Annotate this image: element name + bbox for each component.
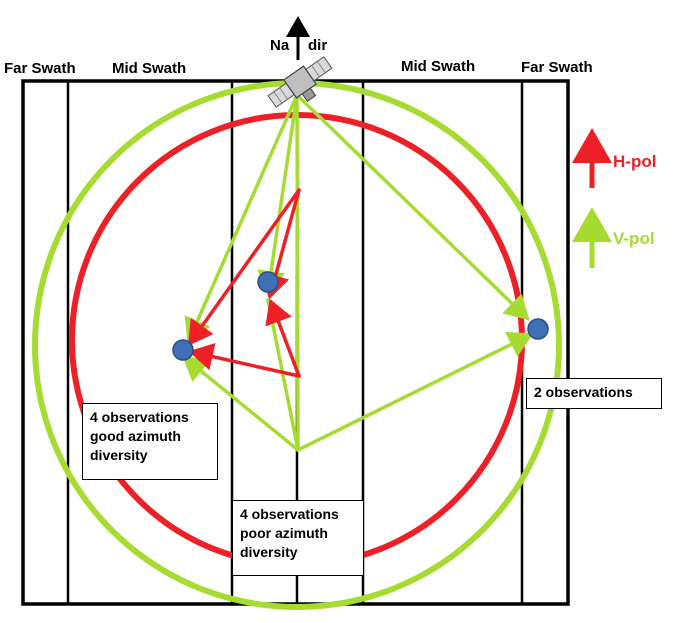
annotation-center-line-2: poor azimuth xyxy=(240,525,328,541)
annotation-left-line-1: 4 observations xyxy=(90,409,189,425)
observation-point-left xyxy=(172,339,194,361)
observation-point-center xyxy=(257,271,279,293)
far-swath-right-label: Far Swath xyxy=(521,59,593,76)
annotation-center-line-3: diversity xyxy=(240,544,298,560)
annotation-right: 2 observations xyxy=(526,378,662,409)
v-pol-legend-label: V-pol xyxy=(613,229,655,248)
far-swath-left-label: Far Swath xyxy=(4,60,76,77)
annotation-left: 4 observations good azimuth diversity xyxy=(82,403,218,480)
v-pol-rays xyxy=(182,93,534,452)
mid-swath-left-label: Mid Swath xyxy=(112,60,187,77)
mid-swath-right-label: Mid Swath xyxy=(401,58,476,75)
annotation-right-line-1: 2 observations xyxy=(534,384,633,400)
nadir-label-left: Na xyxy=(270,37,290,54)
h-pol-legend-label: H-pol xyxy=(613,152,657,171)
observation-point-right xyxy=(527,318,549,340)
annotation-center-line-1: 4 observations xyxy=(240,506,339,522)
nadir-label-right: dir xyxy=(308,37,328,54)
satellite-icon xyxy=(267,56,333,108)
annotation-center: 4 observations poor azimuth diversity xyxy=(232,500,364,576)
annotation-left-line-2: good azimuth xyxy=(90,428,181,444)
annotation-left-line-3: diversity xyxy=(90,447,148,463)
